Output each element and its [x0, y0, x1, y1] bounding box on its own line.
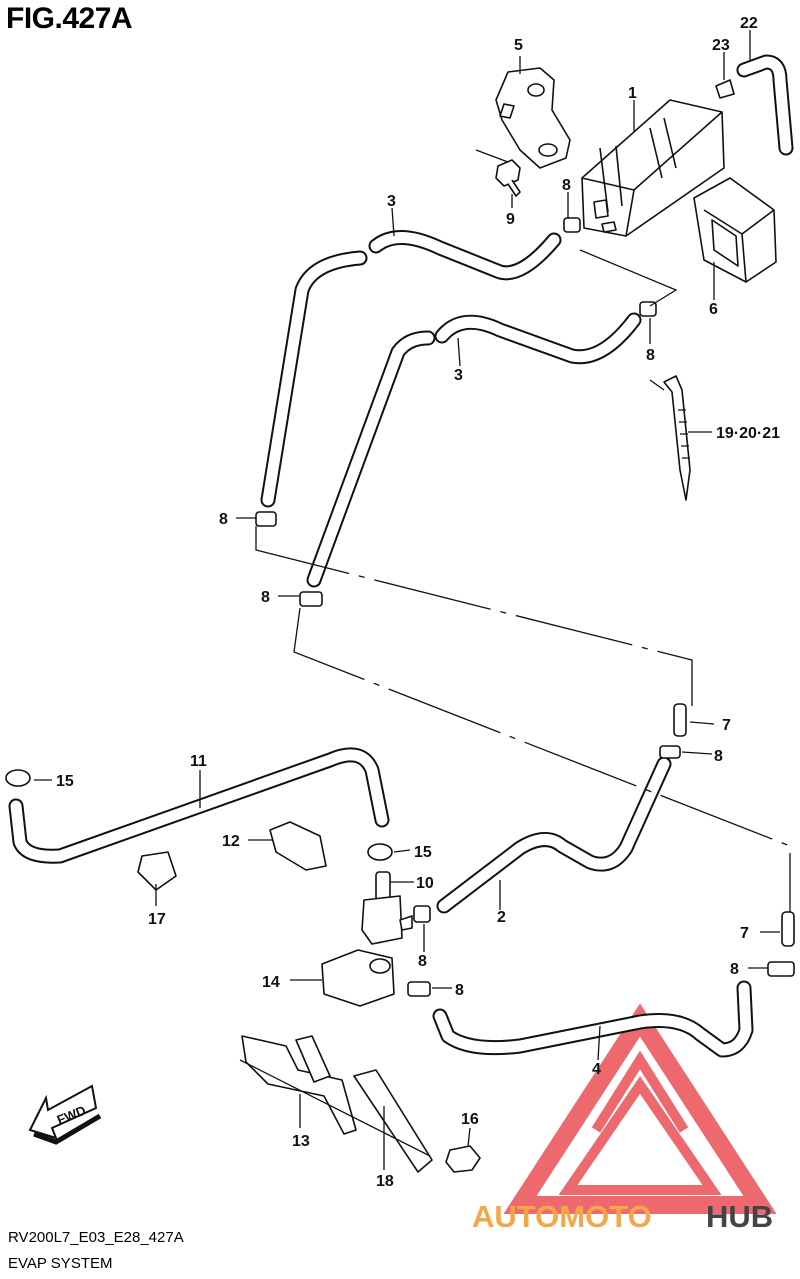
callout-2: 2	[497, 909, 506, 926]
clamp-15	[367, 843, 393, 861]
clamp-15	[5, 769, 31, 787]
watermark-text-orange: AUTOMOTO	[472, 1199, 652, 1234]
callout-18: 18	[376, 1173, 394, 1190]
callout-9: 9	[506, 211, 515, 228]
callout-10: 10	[416, 875, 434, 892]
clamp-23	[715, 79, 735, 99]
canister-cover	[693, 177, 777, 283]
bolt-9	[495, 159, 521, 197]
callout-8: 8	[418, 953, 427, 970]
hose-3-upper	[260, 230, 562, 508]
valve-cover	[321, 949, 395, 1007]
bracket-13	[241, 1035, 357, 1135]
clip-12	[269, 821, 327, 871]
callout-15: 15	[56, 773, 74, 790]
callout-23: 23	[712, 37, 730, 54]
callout-19-20-21: 19·20·21	[716, 425, 780, 442]
clamp-8	[407, 981, 431, 997]
watermark-logo	[503, 1003, 777, 1214]
reference-lines	[239, 149, 791, 1157]
clip-17	[137, 851, 177, 891]
callout-3: 3	[454, 367, 463, 384]
clamp-8	[659, 745, 681, 759]
callout-3: 3	[387, 193, 396, 210]
callout-8: 8	[562, 177, 571, 194]
callout-17: 17	[148, 911, 166, 928]
hose-4	[432, 980, 754, 1058]
tie-band	[663, 375, 691, 501]
callout-16: 16	[461, 1111, 479, 1128]
watermark-text-gray: HUB	[706, 1199, 773, 1234]
fwd-arrow-icon	[28, 1084, 102, 1145]
figure-title: FIG.427A	[6, 2, 133, 35]
clamp-8	[563, 217, 581, 233]
callout-8: 8	[455, 982, 464, 999]
clamp-8	[299, 591, 323, 607]
callout-7: 7	[722, 717, 731, 734]
callout-22: 22	[740, 15, 758, 32]
callout-1: 1	[628, 85, 637, 102]
canister-bracket	[495, 67, 571, 169]
hose-11	[8, 747, 390, 864]
callout-13: 13	[292, 1133, 310, 1150]
joint-7	[781, 911, 795, 947]
clamp-8	[413, 905, 431, 923]
diagram-code: RV200L7_E03_E28_427A	[8, 1229, 184, 1246]
bolt-16	[445, 1145, 481, 1173]
clamp-8	[255, 511, 277, 527]
callout-4: 4	[592, 1061, 601, 1078]
callout-12: 12	[222, 833, 240, 850]
callout-8: 8	[730, 961, 739, 978]
clamp-8	[767, 961, 795, 977]
callout-8: 8	[646, 347, 655, 364]
purge-valve	[361, 871, 413, 945]
callout-14: 14	[262, 974, 280, 991]
callout-5: 5	[514, 37, 523, 54]
callout-8: 8	[714, 748, 723, 765]
bracket-18	[353, 1069, 433, 1173]
canister	[581, 99, 725, 237]
callout-8: 8	[219, 511, 228, 528]
callout-8: 8	[261, 589, 270, 606]
callout-11: 11	[190, 753, 207, 770]
callout-15: 15	[414, 844, 432, 861]
callout-7: 7	[740, 925, 749, 942]
joint-7	[673, 703, 687, 737]
callout-6: 6	[709, 301, 718, 318]
diagram-name: EVAP SYSTEM	[8, 1255, 113, 1272]
callout-leaders	[34, 30, 780, 1170]
hose-2	[436, 756, 672, 914]
hose-3-lower	[306, 312, 642, 588]
